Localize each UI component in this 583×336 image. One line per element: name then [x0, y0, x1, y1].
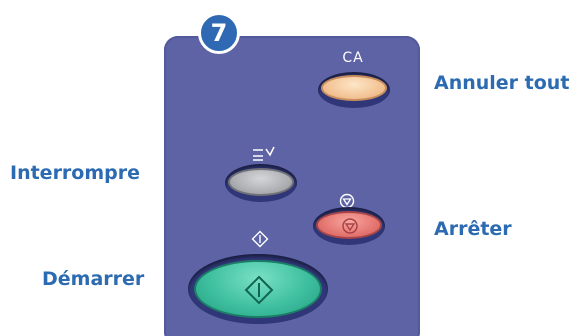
clear-all-label: Annuler tout	[434, 72, 570, 94]
start-button-icon	[244, 275, 274, 305]
interrupt-label: Interrompre	[10, 162, 141, 184]
step-number-badge: 7	[198, 12, 240, 54]
start-button[interactable]	[194, 260, 322, 318]
start-label: Démarrer	[42, 268, 145, 290]
stop-button[interactable]	[316, 211, 382, 239]
start-icon	[251, 230, 269, 248]
clear-all-key-label: CA	[342, 50, 364, 66]
stop-button-icon	[342, 218, 358, 234]
stop-label: Arrêter	[434, 218, 512, 240]
clear-all-button[interactable]	[321, 75, 387, 101]
interrupt-icon	[253, 146, 275, 161]
interrupt-button[interactable]	[228, 168, 294, 196]
